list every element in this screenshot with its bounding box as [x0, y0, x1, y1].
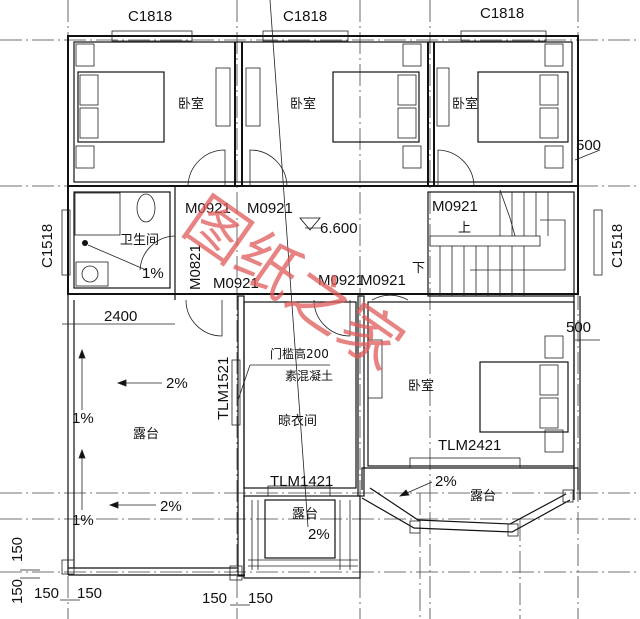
door-label: TLM1421 — [270, 473, 333, 490]
dimension-label: 500 — [576, 137, 601, 154]
door-label: TLM2421 — [438, 437, 501, 454]
dimension-label: 150 — [202, 590, 227, 607]
beds — [75, 43, 569, 453]
concrete-note: 素混凝土 — [285, 368, 333, 383]
window-label: C1518 — [39, 224, 56, 268]
dimension-label: 150 — [9, 537, 26, 562]
bathroom-fixtures — [74, 192, 156, 287]
door-label: M0921 — [185, 200, 231, 217]
door-swings — [139, 149, 475, 337]
door-label: M0921 — [432, 198, 478, 215]
room-label-bedroom: 卧室 — [178, 96, 204, 112]
window-label: C1518 — [609, 224, 626, 268]
labels: C1818 C1818 C1818 C1518 C1518 卧室 卧室 卧室 卧… — [9, 5, 626, 607]
slope-label: 2% — [160, 498, 182, 515]
dimension-label: 150 — [248, 590, 273, 607]
slope-label: 1% — [72, 410, 94, 427]
door-label: M0821 — [187, 244, 204, 290]
room-label-terrace: 露台 — [470, 489, 496, 504]
terrace-tiles — [248, 500, 358, 570]
window-label: C1818 — [283, 8, 327, 25]
dimension-label: 150 — [9, 579, 26, 604]
slope-arrows — [78, 0, 433, 528]
door-label: TLM1521 — [215, 357, 232, 420]
dimension-lines — [20, 149, 601, 606]
slope-label: 1% — [142, 265, 164, 282]
room-label-bathroom: 卫生间 — [120, 233, 159, 248]
dimension-label: 2400 — [104, 308, 137, 325]
door-label: M0921 — [360, 272, 406, 289]
dimension-label: 150 — [77, 585, 102, 602]
slope-label: 2% — [435, 473, 457, 490]
dimension-label: 150 — [34, 585, 59, 602]
room-label-bedroom: 卧室 — [452, 96, 478, 112]
room-label-drying-room: 晾衣间 — [278, 413, 317, 429]
window-label: C1818 — [128, 8, 172, 25]
threshold-note: 门槛高200 — [270, 346, 329, 361]
window-label: C1818 — [480, 5, 524, 22]
stair-up-label: 上 — [458, 221, 471, 236]
room-label-bedroom: 卧室 — [290, 96, 316, 112]
dimension-label: 500 — [566, 319, 591, 336]
room-label-terrace: 露台 — [133, 427, 159, 442]
door-label: M0921 — [213, 275, 259, 292]
door-label: M0921 — [247, 200, 293, 217]
slope-label: 2% — [308, 526, 330, 543]
slope-label: 2% — [166, 375, 188, 392]
windows — [61, 30, 603, 497]
slope-label: 1% — [72, 512, 94, 529]
staircase — [429, 189, 566, 296]
room-label-bedroom: 卧室 — [408, 378, 434, 394]
elevation-mark: 6.600 — [320, 220, 358, 237]
room-label-terrace: 露台 — [292, 507, 318, 522]
stair-down-label: 下 — [412, 261, 425, 276]
door-label: M0921 — [318, 272, 364, 289]
